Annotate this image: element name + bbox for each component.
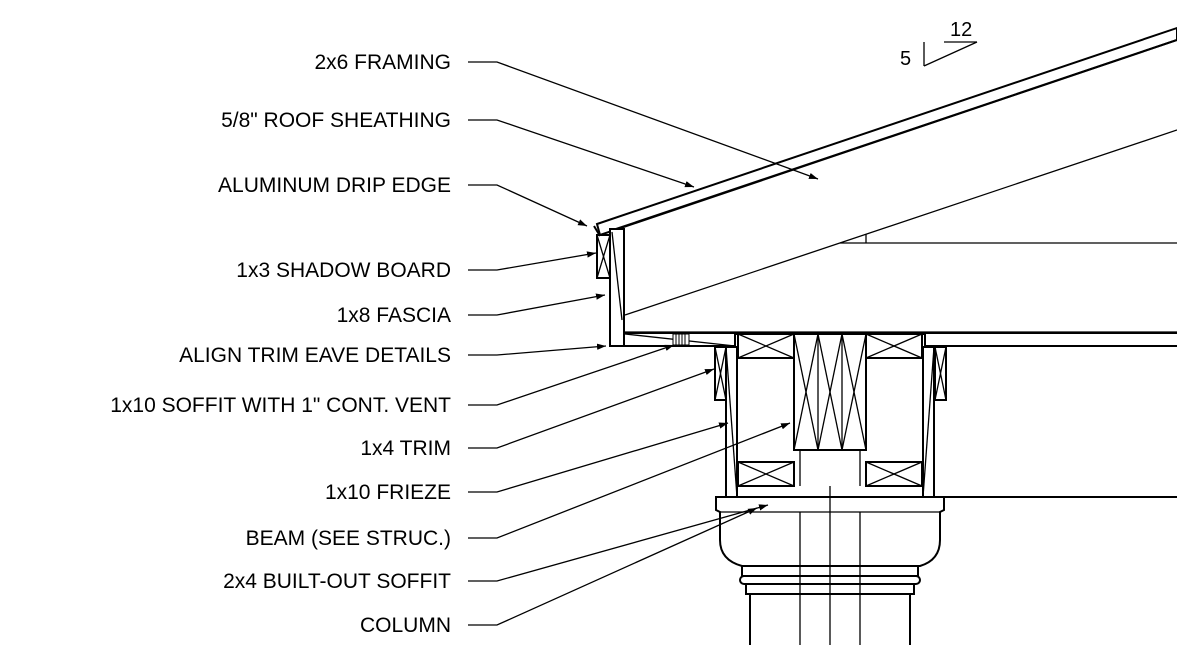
callout-soffit-label: 1x10 SOFFIT WITH 1" CONT. VENT [110,394,451,417]
callout-beam-leader [468,422,791,539]
column [715,486,945,645]
beam-assembly [714,333,1177,498]
callout-column-leader [468,507,758,626]
callout-shadow-board-label: 1x3 SHADOW BOARD [236,259,451,282]
callout-drip-edge-leader [468,184,588,227]
drip-edge [593,225,601,237]
callout-fascia-label: 1x8 FASCIA [337,304,451,327]
slope-indicator: 12 5 [900,19,978,70]
callout-column-label: COLUMN [360,614,451,637]
callout-align-trim-label: ALIGN TRIM EAVE DETAILS [179,344,451,367]
fascia-board [609,228,625,347]
callout-shadow-board-leader [468,251,597,271]
callout-fascia-leader [468,293,606,316]
callout-framing-label: 2x6 FRAMING [314,51,451,74]
slope-run: 12 [950,19,972,41]
callout-align-trim-leader [468,343,607,356]
callout-beam-label: BEAM (SEE STRUC.) [246,527,451,550]
callout-built-out-soffit-leader [468,504,769,582]
callout-roof-sheathing-leader [468,119,695,188]
roof-assembly [593,26,1177,347]
callout-trim-label: 1x4 TRIM [360,437,451,460]
callout-frieze-leader [468,422,729,493]
roof-sheathing [595,26,1177,237]
callout-trim-leader [468,368,715,449]
continuous-vent [672,333,690,346]
callout-framing-leader [468,61,819,180]
slope-rise: 5 [900,48,911,70]
callout-drip-edge-label: ALUMINUM DRIP EDGE [218,174,451,197]
callout-roof-sheathing-label: 5/8" ROOF SHEATHING [221,109,451,132]
callout-labels: 2x6 FRAMING 5/8" ROOF SHEATHING ALUMINUM D… [110,51,819,637]
callout-built-out-soffit-label: 2x4 BUILT-OUT SOFFIT [223,570,451,593]
callout-soffit-leader [468,344,675,406]
callout-frieze-label: 1x10 FRIEZE [325,481,451,504]
